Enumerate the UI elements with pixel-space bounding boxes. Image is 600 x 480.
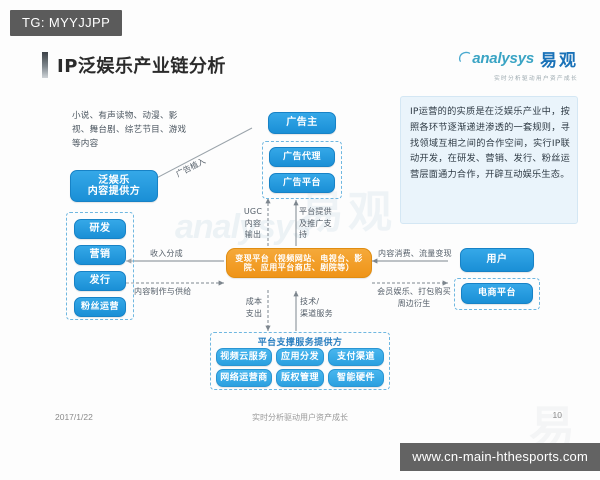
title-accent-bar [42,52,48,78]
content-provider-box[interactable]: 泛娱乐 内容提供方 [70,170,158,202]
label-support-line2: 及推广支 [299,218,332,228]
diagram-canvas: analysys 易观 [0,88,600,408]
chain-item-marketing[interactable]: 营销 [74,245,126,265]
logo-tagline: 实时分析驱动用户资产成长 [494,76,578,82]
logo-cn-text: 易观 [540,51,578,71]
title-text: IP泛娱乐产业链分析 [57,56,226,77]
support-item-payment[interactable]: 支付渠道 [328,348,384,366]
chain-item-fans[interactable]: 粉丝运营 [74,297,126,317]
page-title: IP泛娱乐产业链分析 [42,52,226,78]
label-member-line1: 会员娱乐、打包购买 [377,287,451,296]
content-provider-line1: 泛娱乐 [98,174,130,186]
footer-page-number: 10 [552,410,562,420]
user-box[interactable]: 用户 [460,248,534,272]
site-watermark: www.cn-main-hthesports.com [400,443,600,471]
support-item-smart-hardware[interactable]: 智能硬件 [328,369,384,387]
advertiser-box[interactable]: 广告主 [268,112,336,134]
label-revenue-share: 收入分成 [150,249,183,258]
footer-date: 2017/1/22 [55,412,93,422]
label-member-line2: 周边衍生 [397,298,431,308]
support-item-video-cloud[interactable]: 视频云服务 [216,348,272,366]
monetization-platform-box[interactable]: 变现平台（视频网站、电视台、影院、应用平台商店、剧院等） [226,248,372,278]
chain-item-rd[interactable]: 研发 [74,219,126,239]
advertiser-item-platform[interactable]: 广告平台 [269,173,335,193]
user-item-ecommerce[interactable]: 电商平台 [461,283,533,304]
insight-text: IP运营的的实质是在泛娱乐产业中，按照各环节逐渐递进渗透的一套规则，寻找领域互相… [410,106,570,181]
advertiser-item-agency[interactable]: 广告代理 [269,147,335,167]
label-tech-line2: 渠道服务 [300,308,333,318]
label-member-purchase: 会员娱乐、打包购买 周边衍生 [372,286,456,309]
logo-en-text: analysys [472,50,534,67]
swirl-icon [458,49,471,68]
tg-badge: TG: MYYJJPP [10,10,123,36]
label-tech-line1: 技术/ [300,297,320,306]
content-provider-line2: 内容提供方 [87,186,141,197]
analysys-logo: analysys 易观 实时分析驱动用户资产成长 [458,46,578,82]
label-ugc-line3: 输出 [244,230,262,240]
label-content-supply: 内容制作与供给 [134,287,192,296]
label-tech-service: 技术/ 渠道服务 [300,296,340,319]
label-support-line3: 持 [299,230,308,240]
label-ugc-output: UGC 内容 输出 [240,206,266,241]
label-cost-line1: 成本 [245,297,263,306]
label-cost-line2: 支出 [245,308,263,318]
label-ugc-line1: UGC [243,207,263,216]
content-description: 小说、有声读物、动漫、影视、舞台剧、综艺节目、游戏等内容 [72,111,187,149]
support-item-carrier[interactable]: 网络运营商 [216,369,272,387]
chain-item-distribution[interactable]: 发行 [74,271,126,291]
footer-tagline: 实时分析驱动用户资产成长 [252,413,348,422]
label-cost: 成本 支出 [242,296,266,319]
support-group-title: 平台支撑服务提供方 [257,338,343,348]
insight-panel [400,96,578,224]
support-item-copyright[interactable]: 版权管理 [276,369,324,387]
label-consumption: 内容消费、流量变现 [378,249,452,258]
label-ugc-line2: 内容 [244,218,262,228]
label-support-line1: 平台提供 [299,207,332,216]
label-platform-support: 平台提供 及推广支 持 [299,206,333,241]
support-item-app-distribution[interactable]: 应用分发 [276,348,324,366]
